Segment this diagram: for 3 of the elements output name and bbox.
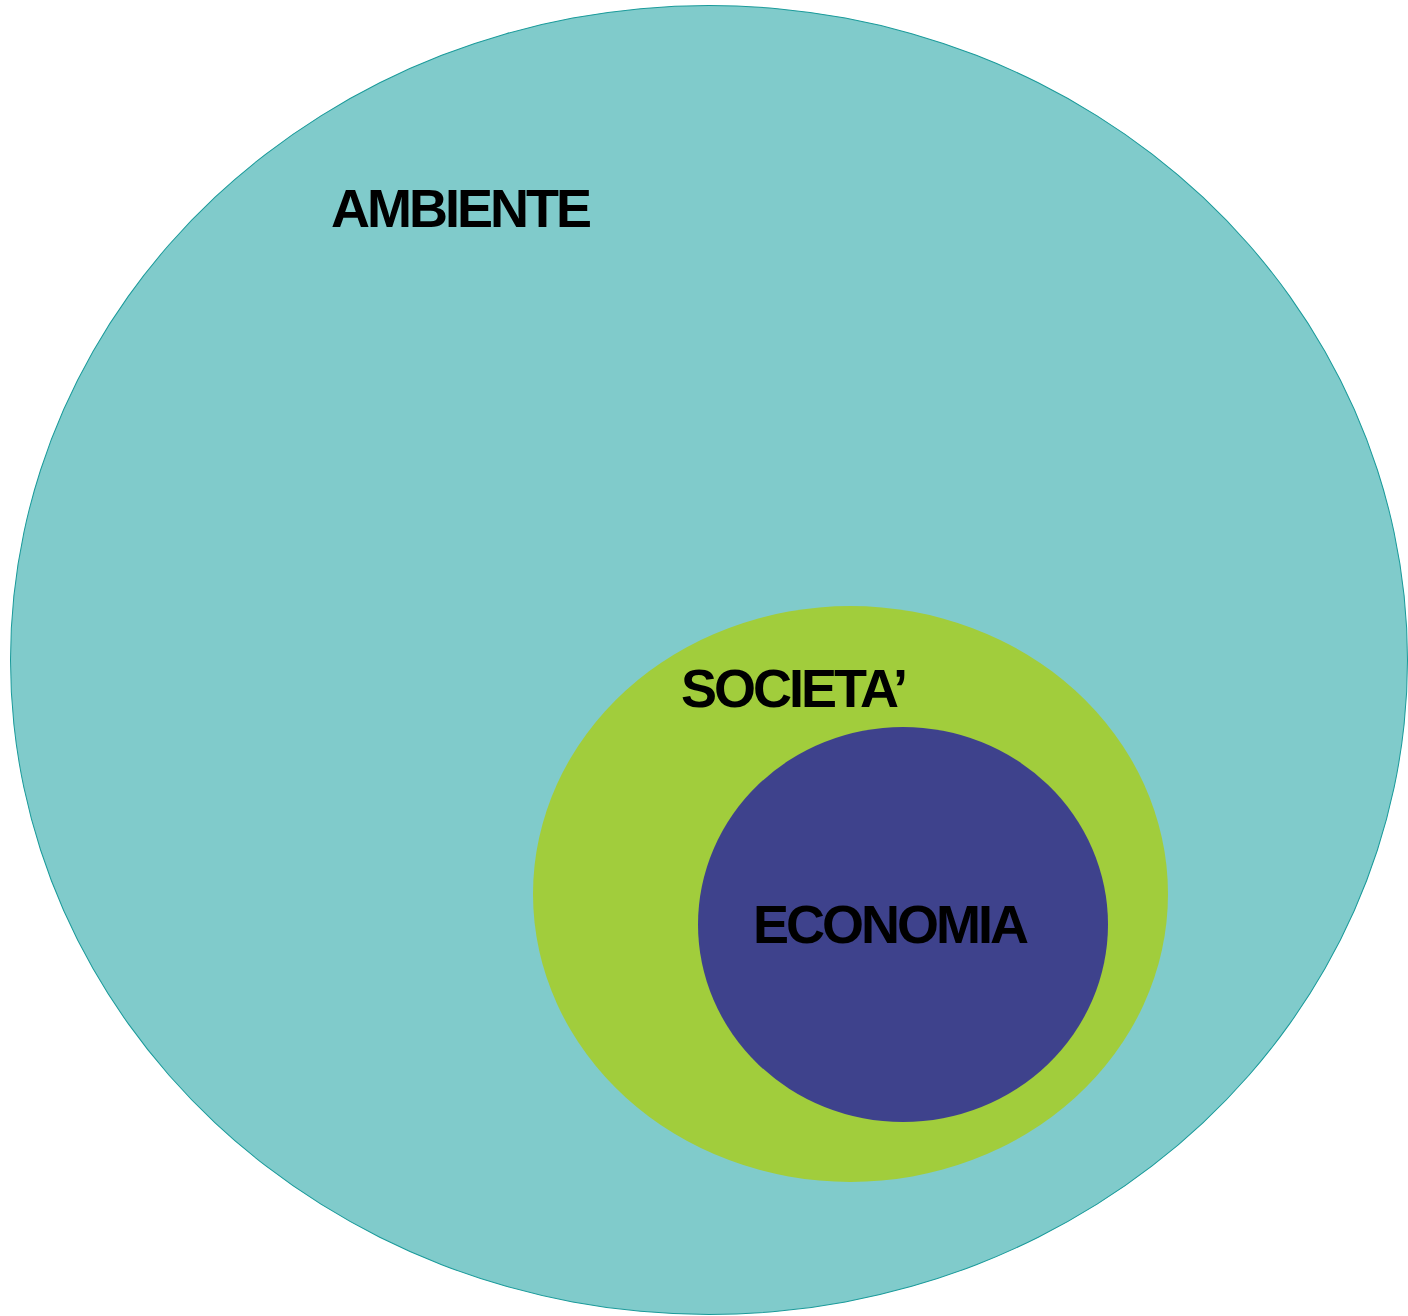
ellipse-label: AMBIENTE <box>331 181 589 235</box>
ellipse-label: ECONOMIA <box>753 897 1026 951</box>
ellipse-label: SOCIETA’ <box>681 661 906 715</box>
